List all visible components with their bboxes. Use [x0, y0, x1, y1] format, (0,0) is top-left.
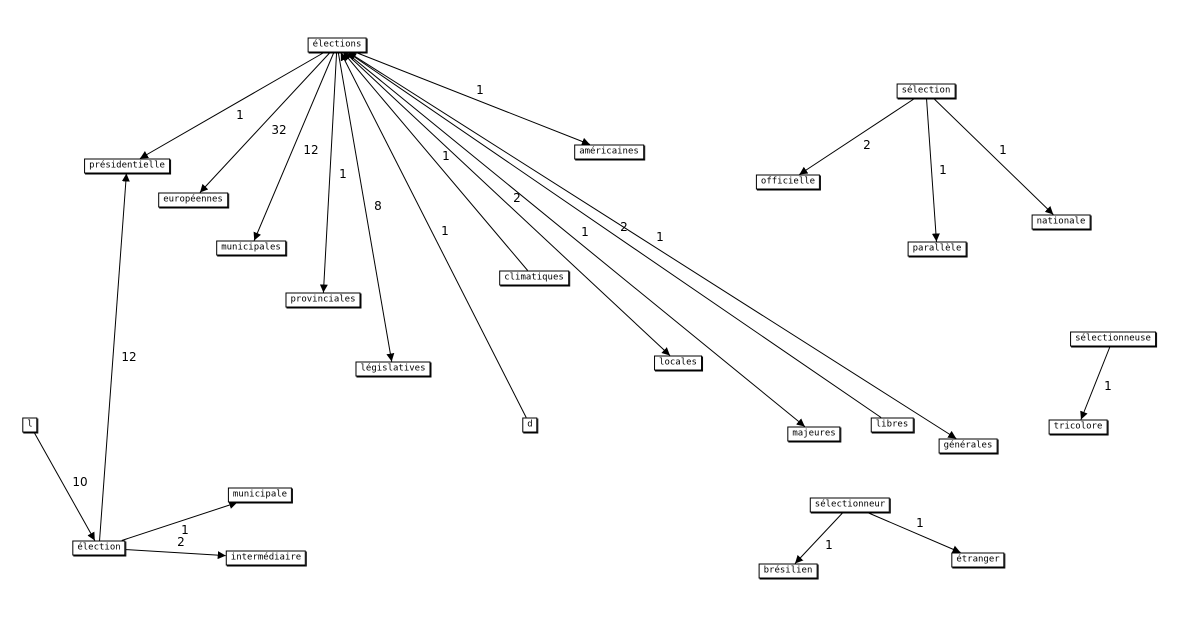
- edge-l-election: [33, 432, 96, 541]
- edge-selection-nationale: [933, 98, 1054, 215]
- edge-label-elections-municipales: 12: [303, 143, 319, 157]
- edge-selection-parallele: [926, 98, 940, 242]
- node-generales[interactable]: générales: [938, 438, 998, 454]
- edge-label-selection-nationale: 1: [999, 143, 1007, 157]
- edge-label-l-election: 10: [72, 475, 88, 489]
- edge-libres-elections: [347, 52, 882, 418]
- edge-selectionneur-bresilien: [794, 512, 844, 564]
- node-nationale[interactable]: nationale: [1031, 214, 1091, 230]
- edge-election-presidentielle: [99, 173, 130, 541]
- edge-label-libres-elections: 2: [620, 220, 628, 234]
- node-libres[interactable]: libres: [870, 417, 914, 433]
- node-officielle[interactable]: officielle: [755, 174, 821, 190]
- edge-elections-generales: [348, 52, 957, 439]
- edge-elections-provinciales: [319, 52, 338, 293]
- edge-label-elections-europeennes: 32: [271, 123, 287, 137]
- edge-label-elections-legislatives: 8: [374, 199, 382, 213]
- edge-label-elections-provinciales: 1: [339, 167, 347, 181]
- node-intermediaire[interactable]: intermédiaire: [225, 550, 307, 566]
- edge-label-elections-presidentielle: 1: [236, 108, 244, 122]
- edge-label-selection-parallele: 1: [939, 163, 947, 177]
- edge-elections-municipales: [253, 52, 335, 241]
- node-municipales[interactable]: municipales: [216, 240, 286, 256]
- node-americaines[interactable]: américaines: [574, 144, 644, 160]
- edge-label-election-presidentielle: 12: [121, 350, 137, 364]
- node-europeennes[interactable]: européennes: [158, 192, 228, 208]
- edge-elections-locales: [344, 52, 671, 356]
- edge-label-elections-majeures: 1: [581, 225, 589, 239]
- edge-selection-officielle: [799, 98, 915, 175]
- node-locales[interactable]: locales: [654, 355, 702, 371]
- edge-label-election-municipale: 1: [181, 523, 189, 537]
- edge-d-elections: [340, 52, 527, 418]
- node-l[interactable]: l: [22, 417, 38, 433]
- edge-label-selectionneuse-tricolore: 1: [1104, 379, 1112, 393]
- node-selectionneur[interactable]: sélectionneur: [809, 497, 891, 513]
- edge-selectionneuse-tricolore: [1080, 346, 1111, 420]
- edge-elections-presidentielle: [139, 52, 325, 159]
- edge-elections-majeures: [345, 52, 806, 427]
- edge-elections-europeennes: [199, 52, 331, 193]
- node-presidentielle[interactable]: présidentielle: [84, 158, 170, 174]
- edge-election-municipale: [121, 501, 238, 541]
- node-climatiques[interactable]: climatiques: [499, 270, 569, 286]
- node-bresilien[interactable]: brésilien: [758, 563, 818, 579]
- edge-election-intermediaire: [125, 549, 226, 560]
- edge-climatiques-elections: [342, 52, 529, 271]
- node-legislatives[interactable]: législatives: [355, 361, 431, 377]
- node-municipale[interactable]: municipale: [227, 487, 293, 503]
- edge-label-selection-officielle: 2: [863, 138, 871, 152]
- edge-label-elections-generales: 1: [656, 230, 664, 244]
- edge-label-d-elections: 1: [441, 224, 449, 238]
- node-selection[interactable]: sélection: [896, 83, 956, 99]
- node-etranger[interactable]: étranger: [951, 552, 1005, 568]
- node-provinciales[interactable]: provinciales: [285, 292, 361, 308]
- edge-label-elections-locales: 2: [513, 191, 521, 205]
- edge-elections-americaines: [355, 52, 591, 146]
- node-parallele[interactable]: parallèle: [907, 241, 967, 257]
- node-tricolore[interactable]: tricolore: [1048, 419, 1108, 435]
- edge-label-selectionneur-bresilien: 1: [825, 538, 833, 552]
- edge-elections-legislatives: [337, 52, 395, 362]
- edge-label-climatiques-elections: 1: [442, 149, 450, 163]
- node-selectionneuse[interactable]: sélectionneuse: [1070, 331, 1156, 347]
- edge-selectionneur-etranger: [867, 512, 961, 554]
- node-d[interactable]: d: [522, 417, 538, 433]
- edge-label-elections-americaines: 1: [476, 83, 484, 97]
- node-majeures[interactable]: majeures: [787, 426, 841, 442]
- edge-label-election-intermediaire: 2: [177, 535, 185, 549]
- node-election[interactable]: élection: [72, 540, 126, 556]
- node-elections[interactable]: élections: [307, 37, 367, 53]
- edge-label-selectionneur-etranger: 1: [916, 516, 924, 530]
